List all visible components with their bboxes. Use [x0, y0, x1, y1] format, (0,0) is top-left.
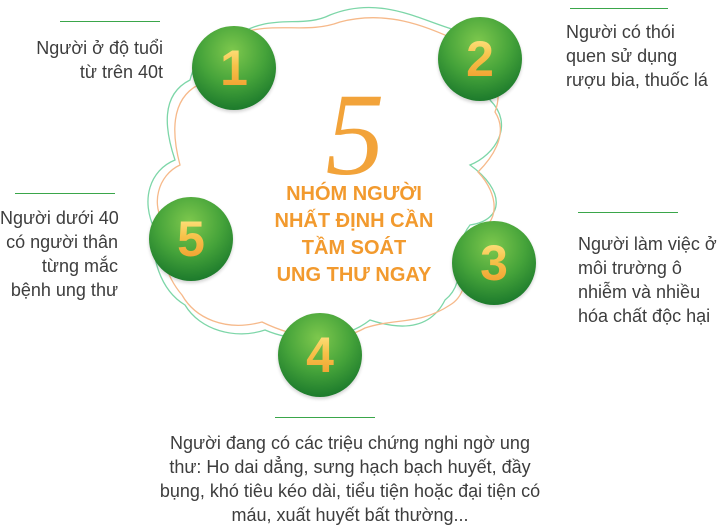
- item-3-line: nhiễm và nhiều: [578, 282, 701, 302]
- item-3-rule: [578, 212, 678, 213]
- center-title-line: TẦM SOÁT: [301, 237, 407, 259]
- item-4-line: Người đang có các triệu chứng nghi ngờ u…: [170, 433, 530, 453]
- item-1-rule: [60, 21, 160, 22]
- center-number: 5: [325, 69, 385, 200]
- item-4-line: bụng, khó tiêu kéo dài, tiểu tiện hoặc đ…: [159, 481, 541, 501]
- item-2-rule: [570, 8, 668, 9]
- item-1-number: 1: [220, 40, 248, 96]
- center-title: NHÓM NGƯỜI NHẤT ĐỊNH CẦN TẦM SOÁT UNG TH…: [248, 181, 460, 289]
- item-2-line: rượu bia, thuốc lá: [566, 70, 708, 90]
- item-5-line: từng mắc: [41, 256, 118, 276]
- item-5-line: bệnh ung thư: [10, 280, 118, 300]
- item-5-number: 5: [177, 211, 205, 267]
- item-4-badge: 4: [278, 313, 362, 397]
- item-4-number: 4: [306, 327, 334, 383]
- item-5-badge: 5: [149, 197, 233, 281]
- item-5-line: có người thân: [6, 232, 118, 252]
- center-title-line: NHẤT ĐỊNH CẦN: [274, 210, 434, 232]
- item-3-label: Người làm việc ở môi trường ô nhiễm và n…: [578, 232, 721, 328]
- item-4-line: máu, xuất huyết bất thường...: [231, 505, 469, 525]
- item-5-line: Người dưới 40: [0, 208, 119, 228]
- item-3-line: môi trường ô: [578, 258, 682, 278]
- item-3-number: 3: [480, 235, 508, 291]
- item-3-line: hóa chất độc hại: [578, 306, 711, 326]
- item-4-label: Người đang có các triệu chứng nghi ngờ u…: [120, 431, 580, 527]
- item-1-badge: 1: [192, 26, 276, 110]
- center-title-line: NHÓM NGƯỜI: [286, 183, 422, 205]
- item-1-line: Người ở độ tuổi: [36, 38, 163, 58]
- item-2-number: 2: [466, 31, 494, 87]
- item-2-badge: 2: [438, 17, 522, 101]
- item-1-label: Người ở độ tuổi từ trên 40t: [0, 36, 163, 84]
- center-title-line: UNG THƯ NGAY: [276, 264, 432, 286]
- item-4-line: thư: Ho dai dẳng, sưng hạch bạch huyết, …: [169, 457, 531, 477]
- item-4-rule: [275, 417, 375, 418]
- item-1-line: từ trên 40t: [79, 62, 163, 82]
- item-3-badge: 3: [452, 221, 536, 305]
- item-3-line: Người làm việc ở: [578, 234, 717, 254]
- item-5-label: Người dưới 40 có người thân từng mắc bện…: [0, 206, 119, 302]
- item-2-line: quen sử dụng: [566, 46, 678, 66]
- item-2-line: Người có thói: [566, 22, 675, 42]
- item-5-rule: [15, 193, 115, 194]
- item-2-label: Người có thói quen sử dụng rượu bia, thu…: [566, 20, 721, 92]
